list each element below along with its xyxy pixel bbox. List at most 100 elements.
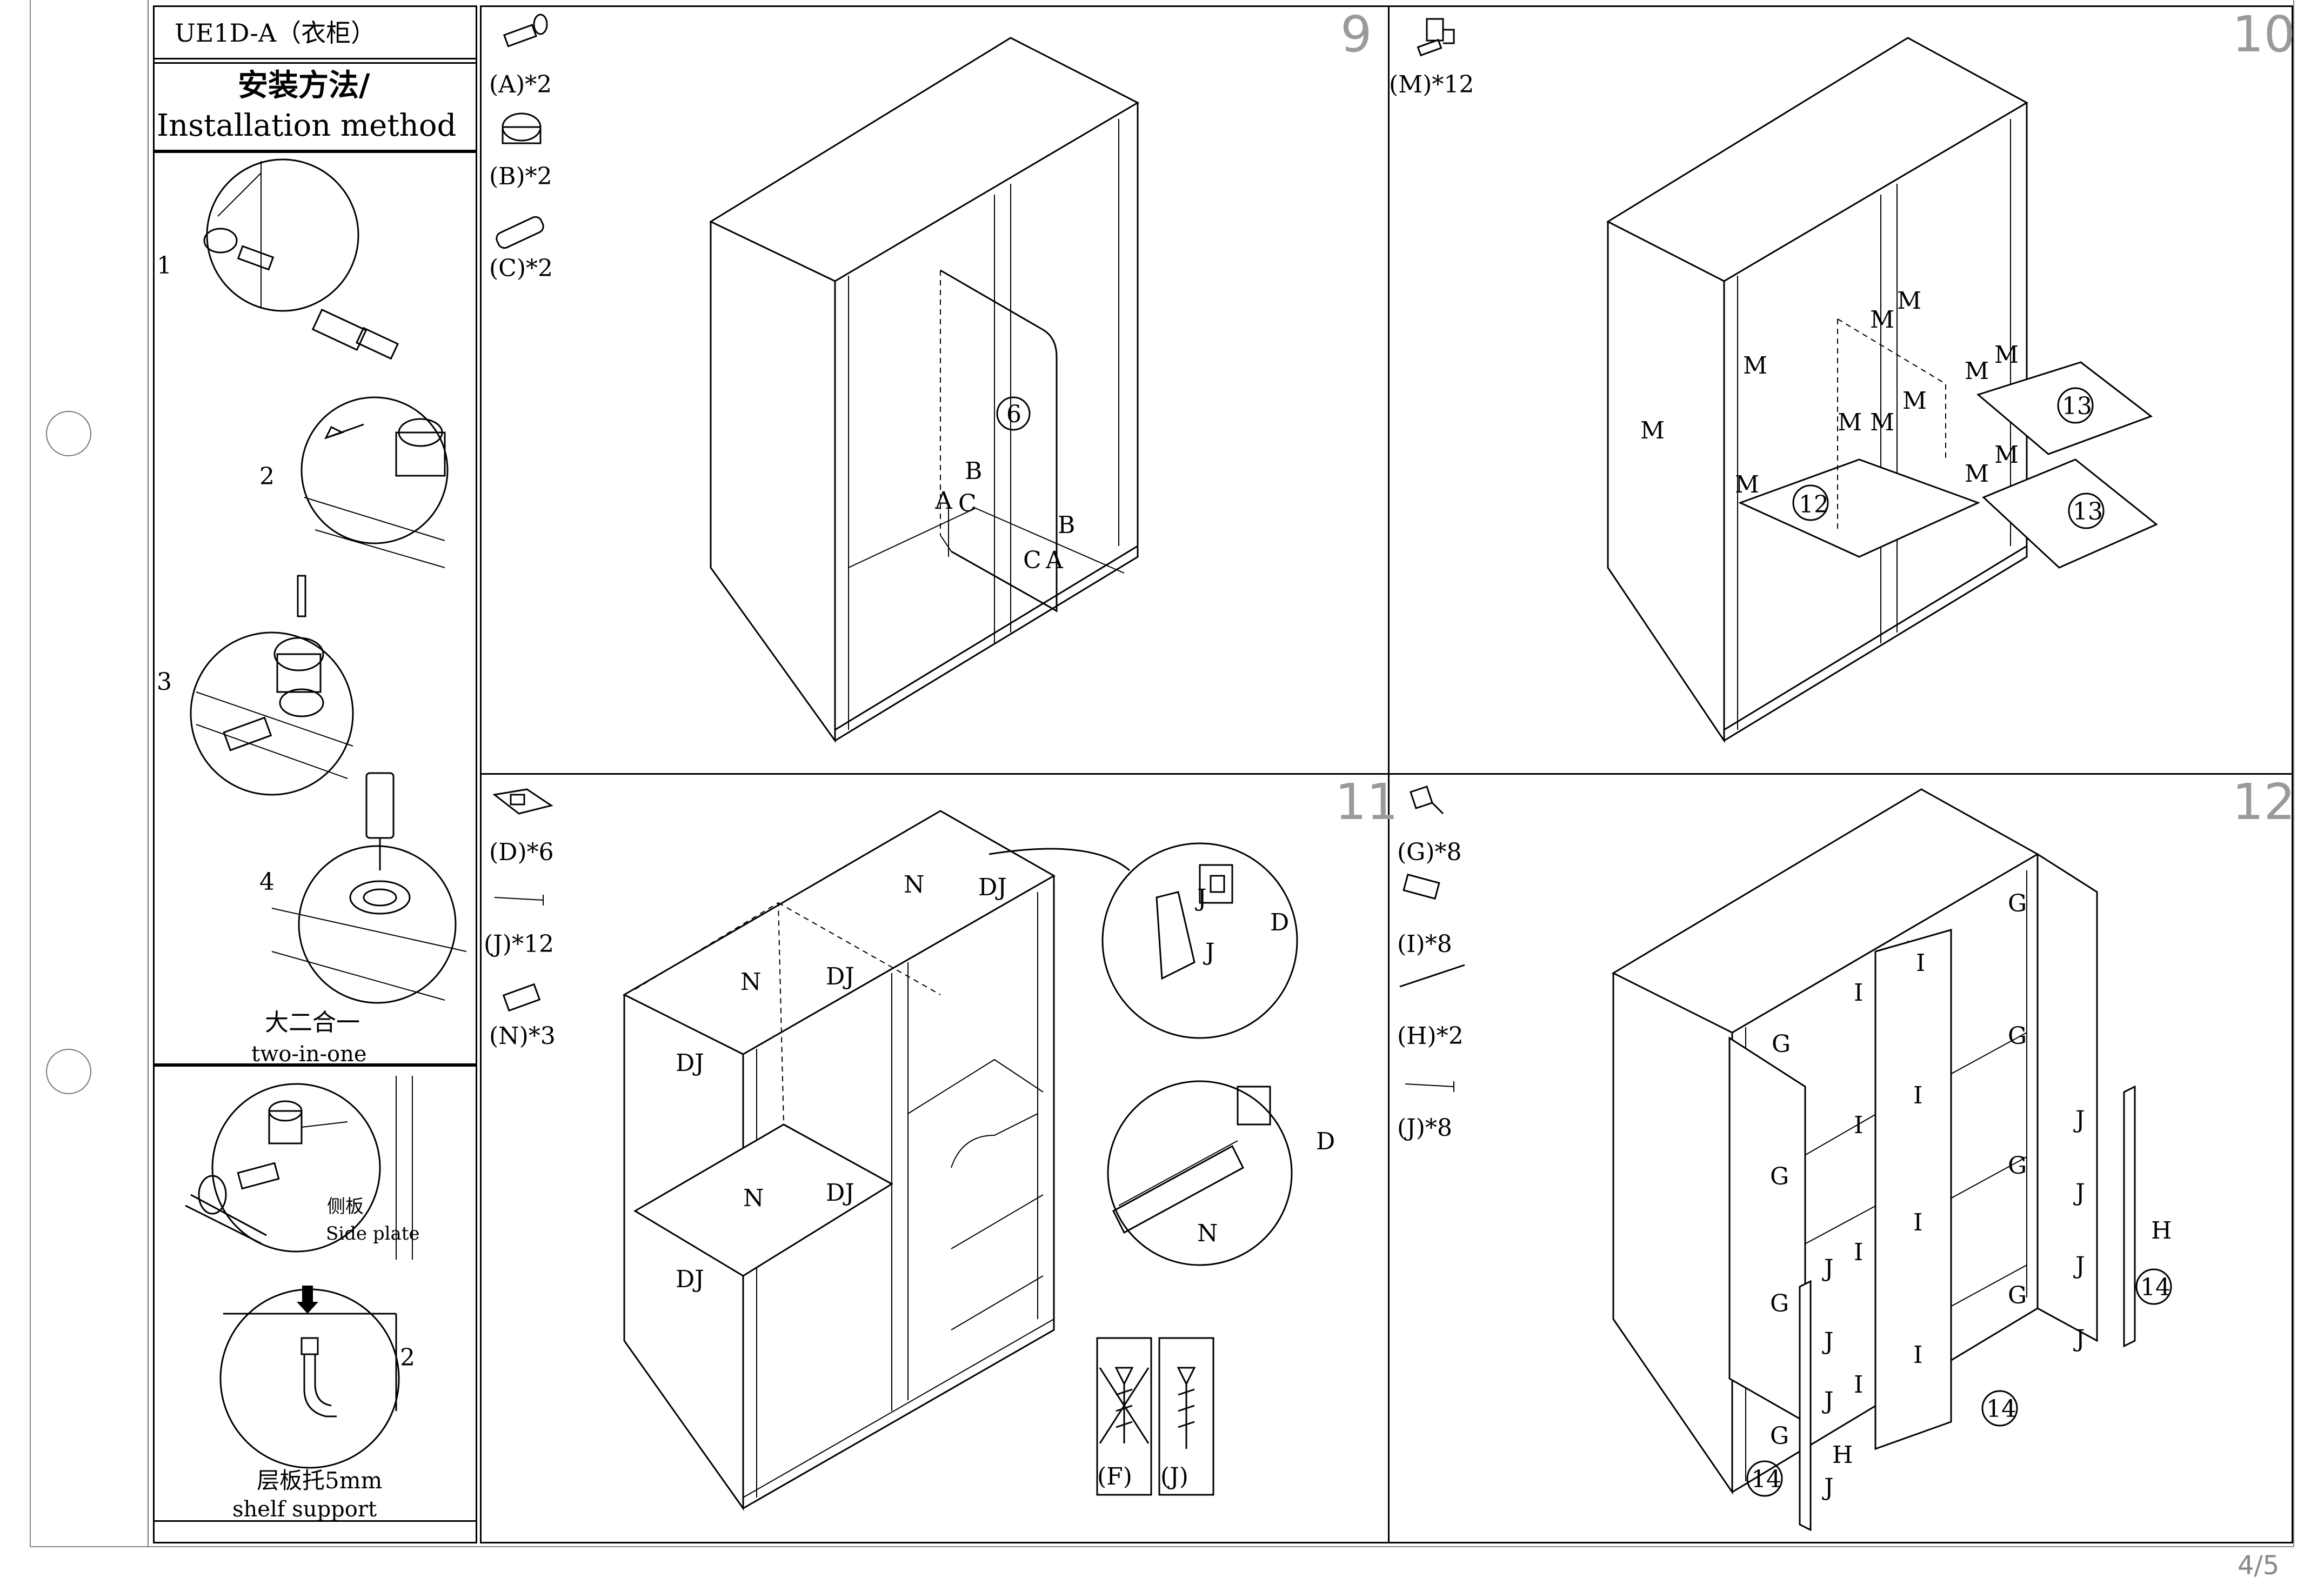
- step-3-label: 3: [157, 668, 172, 696]
- panel-12-door-14b: 14: [1986, 1395, 2016, 1423]
- panel-12-wardrobe-drawing: [1611, 788, 2136, 1532]
- panel-12-door-14c: 14: [2140, 1274, 2171, 1301]
- shelf-support-en: shelf support: [232, 1497, 377, 1522]
- panel-10-board-12: 12: [1799, 491, 1829, 518]
- panel-9-number: 9: [1340, 5, 1372, 63]
- step-2-label: 2: [259, 463, 275, 490]
- panel-11-callout-d1: D: [1270, 909, 1290, 936]
- panel-9-part-a: (A)*2: [489, 71, 552, 98]
- two-in-one-cn: 大二合一: [265, 1009, 360, 1036]
- panel-11-callout-n3: N: [743, 1184, 764, 1212]
- panel-11-callout-n1: N: [740, 968, 762, 996]
- panel-12-callout-g4: G: [1770, 1422, 1789, 1450]
- panel-9-callout-c1: C: [958, 490, 977, 517]
- panel-12-callout-h1: H: [2151, 1217, 2172, 1244]
- model-box: [153, 5, 477, 59]
- panel-10-callout-m3: M: [1735, 471, 1760, 498]
- panel-12-callout-j6: J: [2075, 1179, 2085, 1207]
- method-box: [153, 62, 477, 151]
- panel-10-callout-m9: M: [1965, 357, 1989, 385]
- panel-11-callout-j2: J: [1205, 939, 1215, 966]
- panel-10-part-m: (M)*12: [1389, 71, 1474, 98]
- panel-11-screw-comparison: [1096, 1337, 1214, 1496]
- two-in-one-box: [153, 151, 477, 1065]
- panel-9-board-marker: [996, 396, 1031, 431]
- panel-9-board-number: 6: [1006, 401, 1021, 428]
- panel-12-part-i: (I)*8: [1397, 930, 1452, 958]
- shelf-support-box: [153, 1065, 477, 1522]
- panel-12-callout-i2: I: [1916, 949, 1926, 977]
- panel-11-callout-d2: D: [1316, 1128, 1335, 1155]
- panel-12-callout-h2: H: [1832, 1441, 1853, 1469]
- shelf-support-cn: 层板托5mm: [257, 1467, 383, 1494]
- panel-11-callout-dj1: DJ: [676, 1049, 704, 1077]
- panel-9-callout-b1: B: [965, 457, 983, 485]
- panel-12-door-14a: 14: [1751, 1466, 1781, 1493]
- panel-10-wardrobe-drawing: [1606, 37, 2158, 743]
- panel-12-callout-j4: J: [1824, 1474, 1834, 1501]
- panel-11-callout-dj2: DJ: [826, 963, 854, 990]
- method-title-en: Installation method: [157, 108, 457, 143]
- panel-11-parts-icons: [492, 788, 553, 1012]
- step-4-label: 4: [259, 868, 275, 896]
- method-title-cn: 安装方法/: [238, 68, 370, 103]
- panel-10-callout-m1: M: [1640, 417, 1665, 444]
- side-plate-en: Side plate: [326, 1223, 420, 1244]
- binder-hole-bottom: [46, 1049, 91, 1094]
- panel-12-callout-j8: J: [2075, 1325, 2085, 1353]
- panel-12-callout-i1: I: [1854, 979, 1864, 1007]
- panel-11-detail-circles: [989, 842, 1298, 1266]
- panel-12-callout-i4: I: [1913, 1082, 1923, 1109]
- panel-11-callout-n2: N: [904, 871, 925, 899]
- panel-12-part-j: (J)*8: [1397, 1114, 1452, 1142]
- panel-11-part-n: (N)*3: [489, 1022, 556, 1050]
- panel-10-callout-m4: M: [1897, 287, 1922, 315]
- two-in-one-en: two-in-one: [251, 1042, 367, 1067]
- side-plate-cn: 侧板: [327, 1196, 364, 1217]
- panel-10-callout-m11: M: [1994, 441, 2019, 469]
- panel-10-number: 10: [2232, 5, 2296, 63]
- panel-11-part-d: (D)*6: [489, 838, 554, 866]
- panel-12-callout-j7: J: [2075, 1252, 2085, 1280]
- panel-12-callout-j3: J: [1824, 1387, 1834, 1415]
- panel-10-callout-m6: M: [1902, 387, 1927, 415]
- panel-12-parts-icons: [1399, 786, 1465, 1092]
- shelf-support-step: 2: [400, 1344, 415, 1372]
- panel-10-callout-m5: M: [1870, 306, 1895, 334]
- shelf-support-illustrations: [185, 1076, 413, 1469]
- page-border: [30, 0, 2294, 1547]
- step-1-label: 1: [157, 252, 172, 279]
- panel-12-callout-i6: I: [1913, 1209, 1923, 1236]
- panel-12-callout-g5: G: [2008, 890, 2027, 917]
- panel-12-callout-g6: G: [2008, 1022, 2027, 1050]
- panel-10-callout-m12: M: [1965, 460, 1989, 488]
- panel-11-callout-j1: J: [1197, 884, 1207, 912]
- panel-12-callout-g7: G: [2008, 1152, 2027, 1180]
- panel-divider-horizontal: [480, 773, 2293, 775]
- panel-11-number: 11: [1335, 773, 1399, 831]
- panel-10-board-13b: 13: [2073, 498, 2103, 525]
- panel-12-callout-i8: I: [1913, 1341, 1923, 1369]
- panel-9-callout-b2: B: [1058, 511, 1076, 539]
- panel-9-callout-c2: C: [1023, 547, 1041, 574]
- panel-9-callout-a2: A: [1046, 547, 1063, 574]
- page-number: 4/5: [2238, 1550, 2280, 1581]
- cam-lock-illustrations: [190, 158, 467, 1004]
- panel-10-callout-m2: M: [1743, 352, 1768, 380]
- panel-9-wardrobe-drawing: [709, 37, 1140, 743]
- panel-12-callout-g2: G: [1770, 1163, 1789, 1190]
- panel-11-wardrobe-drawing: [622, 810, 1056, 1511]
- panel-10-board-13a: 13: [2062, 392, 2092, 420]
- panel-11-screw-wrong-label: (F): [1097, 1463, 1132, 1490]
- binding-margin-line: [148, 0, 149, 1547]
- panel-12-callout-g3: G: [1770, 1290, 1789, 1317]
- panel-12-door-markers: [1746, 1268, 2172, 1497]
- panel-11-callout-dj4: DJ: [826, 1179, 854, 1207]
- panel-11-part-j: (J)*12: [484, 930, 554, 958]
- panel-11-callout-dj5: DJ: [676, 1266, 704, 1293]
- panel-10-board-markers: [1792, 387, 2105, 529]
- panel-12-callout-j2: J: [1824, 1328, 1834, 1355]
- panel-9-callout-a1: A: [935, 487, 952, 515]
- panel-12-callout-j5: J: [2075, 1106, 2085, 1134]
- panel-12-callout-i3: I: [1854, 1112, 1864, 1139]
